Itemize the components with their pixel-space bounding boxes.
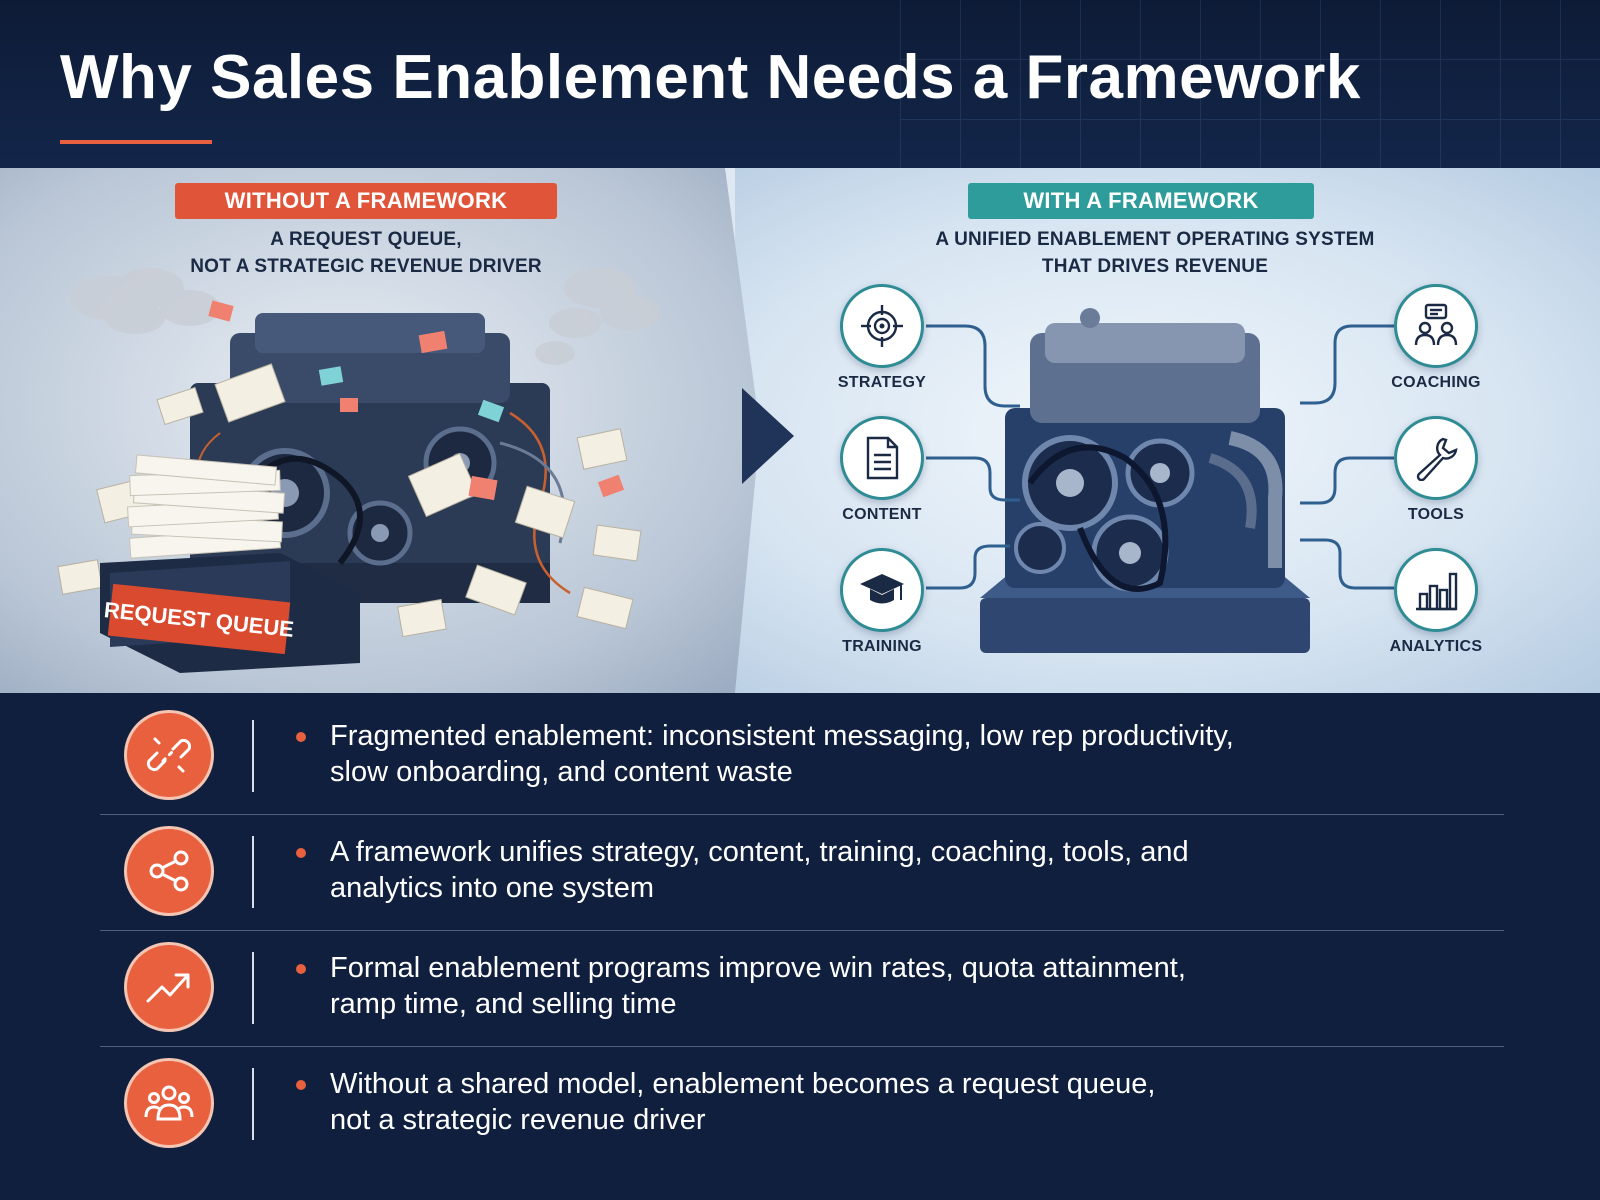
row-separator bbox=[252, 720, 254, 792]
team-icon bbox=[124, 1058, 214, 1148]
point-text: Fragmented enablement: inconsistent mess… bbox=[330, 718, 1430, 790]
point-row-4: Without a shared model, enablement becom… bbox=[100, 1046, 1504, 1161]
with-framework-tag: WITH A FRAMEWORK bbox=[968, 183, 1314, 219]
pillar-coaching-node bbox=[1394, 284, 1478, 368]
row-separator bbox=[252, 952, 254, 1024]
pillar-content-label: CONTENT bbox=[842, 506, 922, 523]
page-title: Why Sales Enablement Needs a Framework bbox=[60, 43, 1361, 112]
header: Why Sales Enablement Needs a Framework bbox=[0, 0, 1600, 168]
point-line1: Formal enablement programs improve win r… bbox=[330, 952, 1186, 984]
bullet-dot bbox=[296, 1080, 306, 1090]
header-grid-decoration bbox=[900, 0, 1600, 168]
point-line2: ramp time, and selling time bbox=[330, 988, 677, 1020]
pillar-training-node bbox=[840, 548, 924, 632]
people-chat-icon bbox=[1414, 303, 1458, 346]
point-text: A framework unifies strategy, content, t… bbox=[330, 834, 1430, 906]
wrench-icon bbox=[1416, 437, 1458, 481]
bullet-dot bbox=[296, 848, 306, 858]
pillar-content-node bbox=[840, 416, 924, 500]
arrow-right-icon bbox=[742, 388, 794, 484]
point-row-2: A framework unifies strategy, content, t… bbox=[100, 814, 1504, 929]
row-divider bbox=[100, 814, 1504, 815]
broken-link-icon bbox=[124, 710, 214, 800]
trend-up-icon bbox=[124, 942, 214, 1032]
clean-engine-illustration bbox=[980, 308, 1310, 653]
cluttered-engine-illustration: REQUEST QUEUE bbox=[57, 268, 660, 673]
pillar-tools-label: TOOLS bbox=[1407, 506, 1465, 523]
point-line1: Without a shared model, enablement becom… bbox=[330, 1068, 1156, 1100]
bullet-dot bbox=[296, 964, 306, 974]
pillar-coaching-label: COACHING bbox=[1391, 374, 1481, 391]
pillar-tools-node bbox=[1394, 416, 1478, 500]
bar-chart-icon bbox=[1416, 572, 1458, 611]
point-text: Without a shared model, enablement becom… bbox=[330, 1066, 1430, 1138]
point-text: Formal enablement programs improve win r… bbox=[330, 950, 1430, 1022]
pillar-strategy-node bbox=[840, 284, 924, 368]
row-divider bbox=[100, 1046, 1504, 1047]
point-line1: A framework unifies strategy, content, t… bbox=[330, 836, 1189, 868]
pillar-analytics-node bbox=[1394, 548, 1478, 632]
pillar-training-label: TRAINING bbox=[842, 638, 922, 655]
point-line2: not a strategic revenue driver bbox=[330, 1104, 706, 1136]
pillar-analytics-label: ANALYTICS bbox=[1389, 638, 1483, 655]
point-row-1: Fragmented enablement: inconsistent mess… bbox=[100, 698, 1504, 813]
comparison-band: WITHOUT A FRAMEWORK A REQUEST QUEUE, NOT… bbox=[0, 168, 1600, 693]
title-underline bbox=[60, 140, 212, 144]
document-icon bbox=[866, 436, 899, 480]
without-caption-line2: NOT A STRATEGIC REVENUE DRIVER bbox=[190, 256, 542, 277]
without-framework-tag: WITHOUT A FRAMEWORK bbox=[175, 183, 557, 219]
row-separator bbox=[252, 836, 254, 908]
row-separator bbox=[252, 1068, 254, 1140]
without-caption-line1: A REQUEST QUEUE, bbox=[270, 229, 462, 250]
point-line1: Fragmented enablement: inconsistent mess… bbox=[330, 720, 1234, 752]
bullet-dot bbox=[296, 732, 306, 742]
point-line2: slow onboarding, and content waste bbox=[330, 756, 793, 788]
with-framework-caption: A UNIFIED ENABLEMENT OPERATING SYSTEM TH… bbox=[880, 226, 1430, 280]
target-icon bbox=[861, 305, 903, 347]
with-caption-line2: THAT DRIVES REVENUE bbox=[1041, 256, 1269, 277]
point-row-3: Formal enablement programs improve win r… bbox=[100, 930, 1504, 1045]
row-divider bbox=[100, 930, 1504, 931]
with-caption-line1: A UNIFIED ENABLEMENT OPERATING SYSTEM bbox=[935, 229, 1375, 250]
pillar-strategy-label: STRATEGY bbox=[837, 374, 927, 391]
graduation-cap-icon bbox=[860, 574, 904, 604]
share-nodes-icon bbox=[124, 826, 214, 916]
point-line2: analytics into one system bbox=[330, 872, 654, 904]
without-framework-caption: A REQUEST QUEUE, NOT A STRATEGIC REVENUE… bbox=[150, 226, 582, 280]
